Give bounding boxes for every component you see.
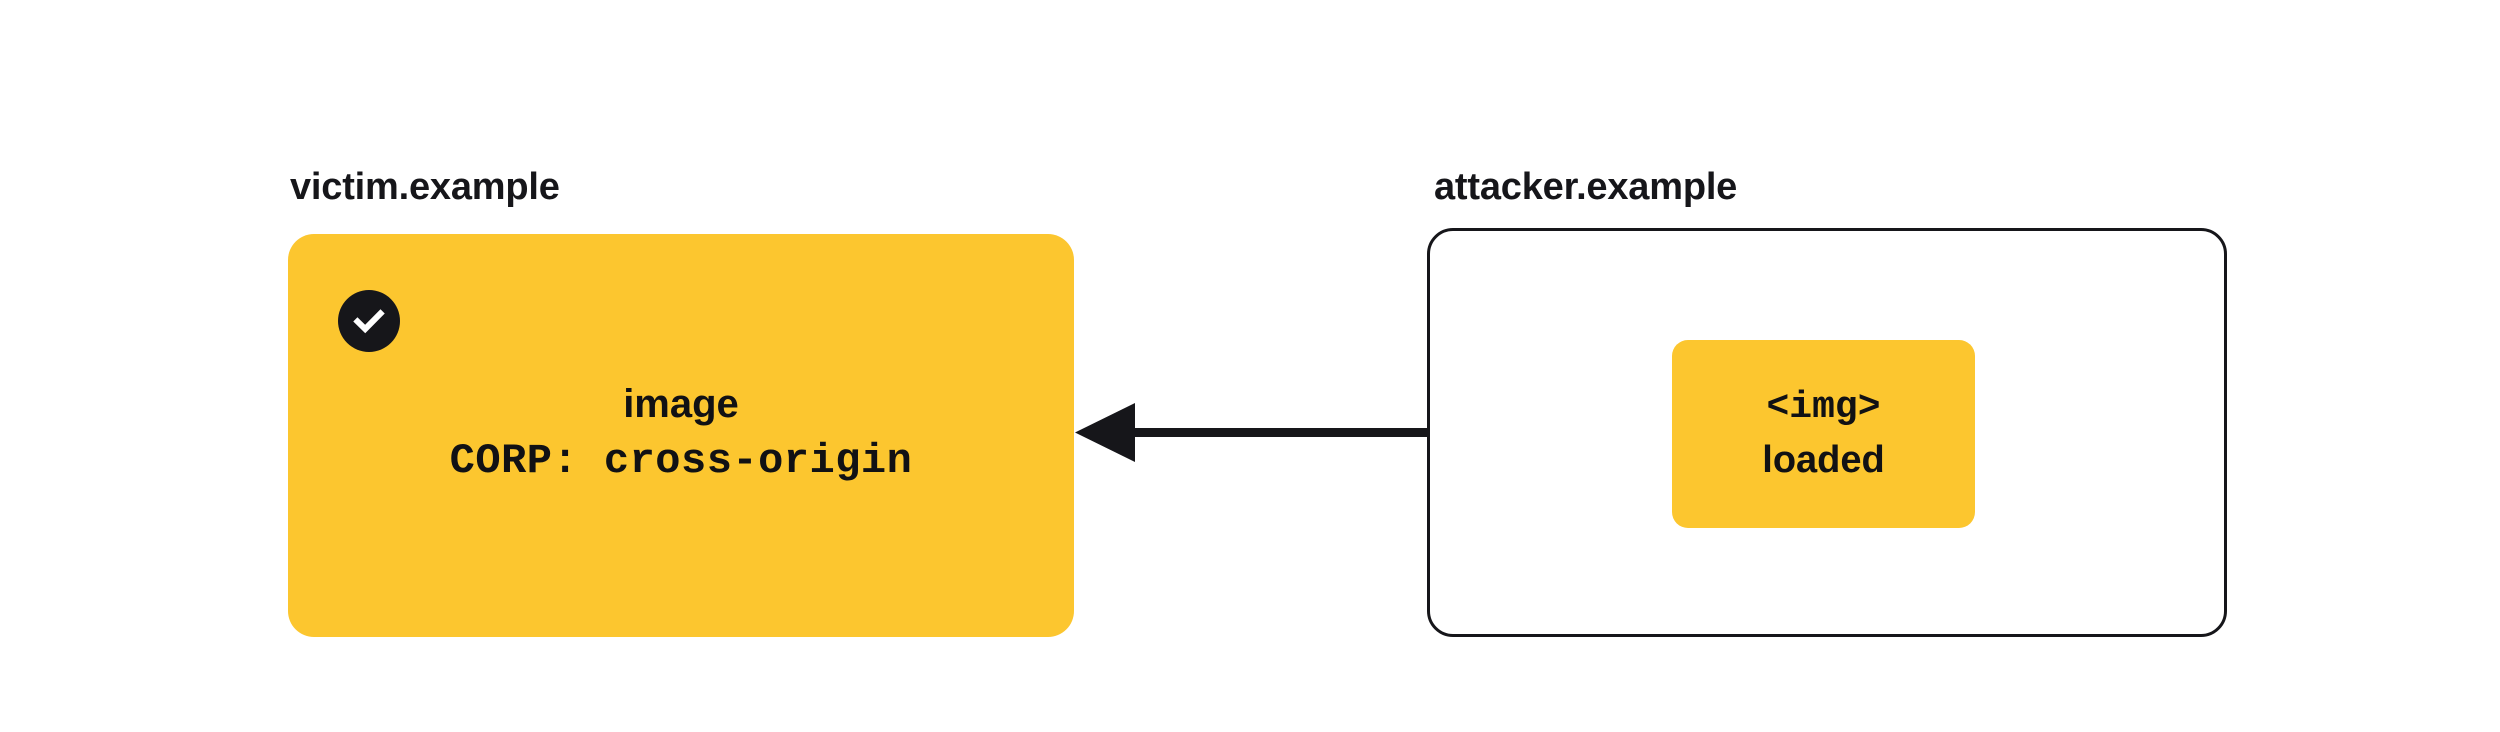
check-circle-icon	[338, 290, 400, 352]
victim-origin-box	[288, 234, 1074, 637]
victim-resource-text: image CORP: cross-origin	[288, 384, 1074, 482]
victim-corp-header: CORP: cross-origin	[449, 437, 913, 485]
img-element-chip: <img> loaded	[1672, 340, 1975, 528]
arrow-left-icon	[1075, 403, 1685, 462]
victim-origin-label: victim.example	[290, 166, 560, 208]
attacker-origin-label: attacker.example	[1434, 166, 1738, 208]
victim-resource-name: image	[623, 382, 739, 426]
img-tag-text: <img>	[1766, 386, 1881, 429]
img-state-text: loaded	[1762, 439, 1885, 481]
